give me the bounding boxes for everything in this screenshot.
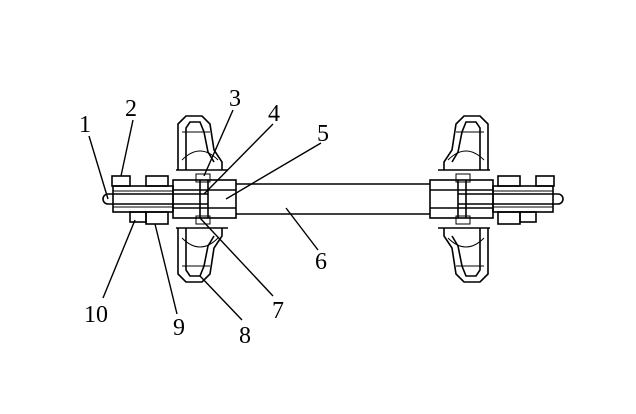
- right-assembly: [429, 115, 564, 283]
- leader-5: [225, 142, 322, 200]
- part-label-5: 5: [317, 121, 329, 147]
- leader-8: [199, 275, 243, 321]
- leader-6: [285, 207, 319, 251]
- axle-shaft: [236, 183, 430, 215]
- leader-1: [88, 135, 109, 200]
- left-hub-block: [172, 173, 237, 225]
- leader-3: [203, 109, 234, 177]
- right-hub-block: [429, 173, 494, 225]
- right-end-pin: [458, 193, 564, 205]
- leader-2: [120, 119, 134, 177]
- leader-9: [154, 223, 178, 315]
- left-wheel-lower: [176, 227, 228, 283]
- part-label-8: 8: [239, 323, 251, 349]
- part-label-2: 2: [125, 96, 137, 122]
- left-assembly: [102, 115, 237, 283]
- leader-7: [199, 217, 274, 297]
- right-outer-sleeve: [492, 185, 554, 213]
- leader-lines: [88, 109, 322, 321]
- right-wheel-upper: [438, 115, 490, 171]
- part-label-9: 9: [173, 315, 185, 341]
- left-end-pin: [102, 193, 208, 205]
- leader-4: [203, 123, 274, 195]
- left-outer-sleeve: [112, 185, 174, 213]
- left-clamp-nut: [111, 175, 169, 225]
- part-label-7: 7: [272, 298, 284, 324]
- part-label-4: 4: [268, 101, 280, 127]
- left-wheel-upper: [176, 115, 228, 171]
- right-clamp-nut: [497, 175, 555, 225]
- part-labels: 1 2 3 4 5 6 7 8 9 10: [79, 86, 329, 349]
- leader-10: [102, 219, 136, 299]
- part-label-6: 6: [315, 249, 327, 275]
- part-label-1: 1: [79, 112, 91, 138]
- part-label-3: 3: [229, 86, 241, 112]
- part-label-10: 10: [84, 302, 108, 328]
- right-wheel-lower: [438, 227, 490, 283]
